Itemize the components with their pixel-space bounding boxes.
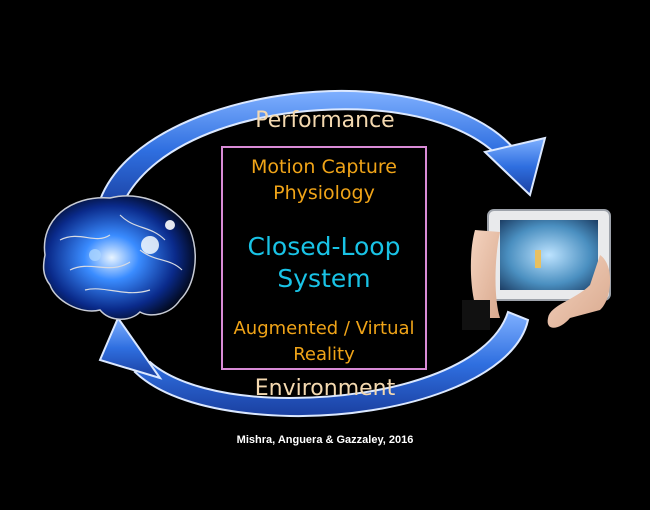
bottom-arrow bbox=[98, 310, 530, 418]
closed-loop-title: Closed-Loop bbox=[247, 232, 401, 261]
motion-capture-text: Motion Capture bbox=[251, 156, 397, 178]
brain-icon bbox=[42, 195, 196, 320]
citation: Mishra, Anguera & Gazzaley, 2016 bbox=[236, 434, 414, 446]
physiology-text: Physiology bbox=[273, 182, 375, 204]
system-title: System bbox=[277, 264, 371, 293]
environment-label: Environment bbox=[254, 376, 396, 401]
augmented-virtual-text: Augmented / Virtual bbox=[233, 318, 415, 339]
performance-label: Performance bbox=[255, 108, 395, 133]
closed-loop-box: Motion Capture Physiology Closed-Loop Sy… bbox=[221, 146, 427, 370]
tablet-in-hands-icon bbox=[462, 209, 611, 330]
top-arrow bbox=[98, 89, 547, 212]
reality-text: Reality bbox=[293, 344, 355, 365]
